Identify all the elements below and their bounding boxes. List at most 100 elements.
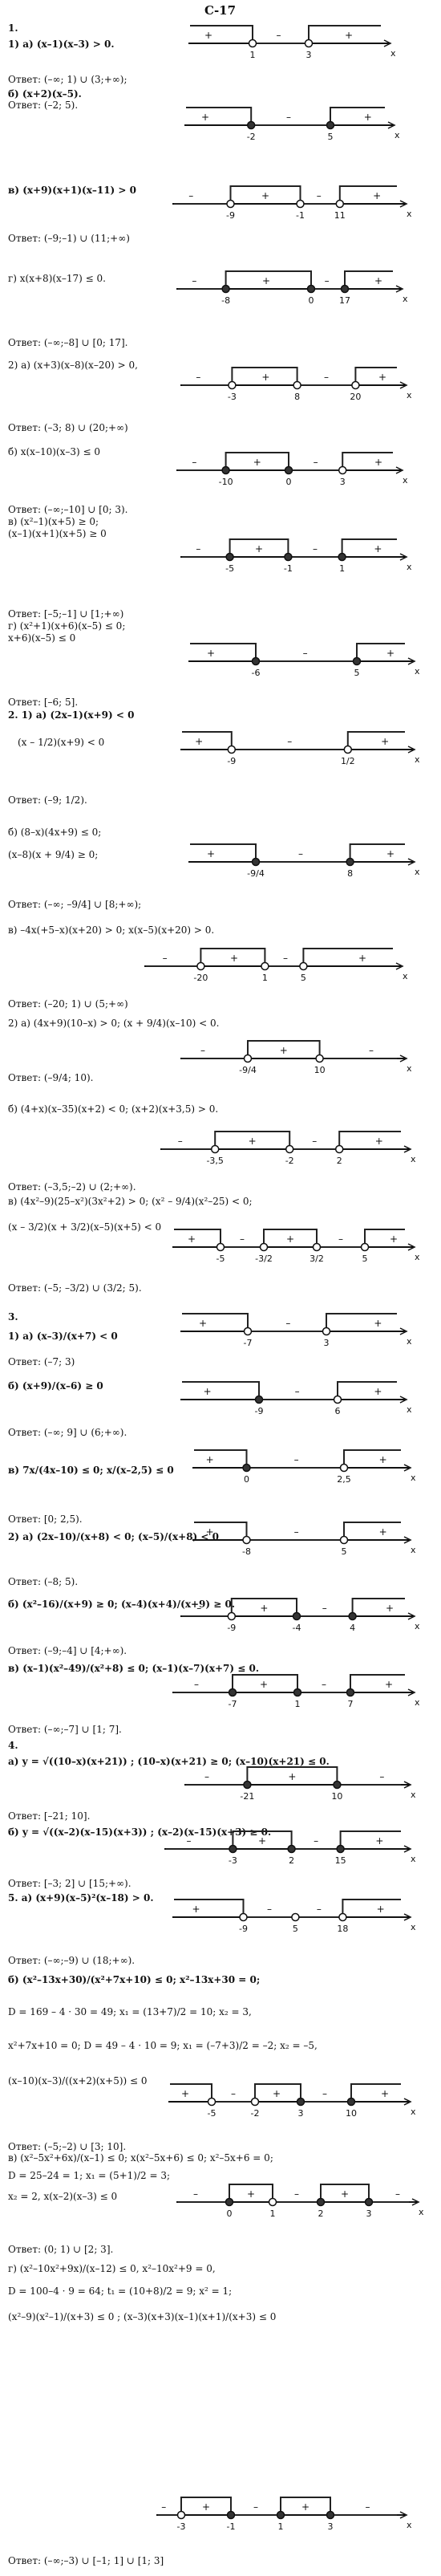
closed-point — [326, 2510, 335, 2520]
interval-sign: + — [192, 1904, 200, 1915]
interval-sign: – — [287, 736, 292, 747]
axis-variable-label: x — [419, 2207, 424, 2217]
interval-sign: + — [255, 543, 263, 555]
interval-sign: + — [341, 2188, 349, 2200]
axis-variable-label: x — [411, 1154, 416, 1164]
interval-sign: – — [192, 275, 196, 286]
interval-sign: + — [286, 1233, 294, 1245]
point-label: 17 — [339, 295, 350, 306]
solution-line: x₂ = 2, x(x–2)(x–3) ≤ 0 — [8, 2191, 118, 2202]
point-label: -7 — [229, 1699, 237, 1709]
interval-sign: – — [277, 30, 281, 41]
solution-line: x²+7x+10 = 0; D = 49 – 4 · 10 = 9; x₁ = … — [8, 2040, 318, 2051]
solution-line: 3. — [8, 1311, 18, 1323]
closed-point — [242, 1463, 251, 1473]
axis-arrow — [403, 1845, 412, 1853]
axis-arrow — [383, 39, 392, 47]
solution-line: в) –4x(+5–x)(x+20) > 0; x(x–5)(x+20) > 0… — [8, 924, 215, 936]
interval-sign: + — [288, 1771, 296, 1782]
solution-line: (x²–9)(x²–1)/(x+3) ≤ 0 ; (x–3)(x+3)(x–1)… — [8, 2311, 277, 2322]
axis-arrow — [387, 121, 396, 129]
solution-line: D = 25–24 = 1; x₁ = (5+1)/2 = 3; — [8, 2170, 171, 2181]
solution-line: 1) а) (x–1)(x–3) > 0. — [8, 39, 115, 50]
open-point — [299, 961, 308, 971]
interval-sign: + — [207, 848, 215, 859]
closed-point — [251, 857, 261, 867]
point-label: -3/2 — [255, 1253, 273, 1264]
point-label: 1 — [339, 563, 345, 574]
point-label: -5 — [208, 2108, 216, 2119]
point-label: 8 — [294, 392, 300, 402]
interval-sign: + — [377, 1904, 385, 1915]
solution-line: Ответ: (–∞;–10] ∪ [0; 3). — [8, 504, 128, 515]
interval-sign: + — [373, 190, 381, 201]
solution-line: б) (4+x)(x–35)(x+2) < 0; (x+2)(x+3,5) > … — [8, 1103, 219, 1115]
open-point — [243, 1054, 253, 1063]
interval-sign: – — [312, 1136, 317, 1147]
sign-curve — [162, 1131, 401, 1150]
point-label: 5 — [342, 1546, 347, 1557]
solution-line: в) (x²–5x²+6x)/(x–1) ≤ 0; x(x²–5x+6) ≤ 0… — [8, 2152, 273, 2164]
axis-arrow — [403, 1781, 412, 1789]
point-label: -8 — [242, 1546, 251, 1557]
solution-line: x+6)(x–5) ≤ 0 — [8, 632, 76, 644]
interval-sign: + — [201, 112, 209, 123]
interval-sign: + — [374, 1318, 382, 1329]
page-title: С-17 — [204, 3, 237, 18]
interval-sign: + — [261, 372, 269, 383]
sign-curve — [178, 2184, 409, 2203]
point-label: 3/2 — [310, 1253, 324, 1264]
point-label: 2 — [318, 2208, 324, 2219]
interval-sign: + — [280, 1045, 288, 1056]
point-label: 2 — [337, 1156, 342, 1166]
solution-line: г) (x²+1)(x+6)(x–5) ≤ 0; — [8, 620, 126, 632]
sign-curve — [166, 1830, 401, 1850]
open-point — [339, 1535, 349, 1545]
interval-sign: – — [161, 2501, 166, 2513]
point-label: -7 — [244, 1338, 253, 1348]
open-point — [261, 961, 269, 971]
point-label: 5 — [362, 1253, 368, 1264]
point-label: 1 — [295, 1699, 301, 1709]
solution-line: б) (x²–13x+30)/(x²+7x+10) ≤ 0; x²–13x+30… — [8, 1974, 261, 1985]
interval-sign: + — [374, 1386, 382, 1397]
solution-line: Ответ: [–3; 2] ∪ [15;+∞). — [8, 1878, 131, 1889]
solution-line: Ответ: [–6; 5]. — [8, 697, 79, 708]
solution-line: (x–1)(x+1)(x+5) ≥ 0 — [8, 528, 107, 539]
solution-line: Ответ: [–5;–1] ∪ [1;+∞) — [8, 608, 124, 620]
open-point — [228, 380, 237, 390]
interval-sign: – — [192, 457, 196, 468]
axis-arrow — [407, 1612, 416, 1620]
open-point — [322, 1327, 331, 1336]
point-label: 1 — [262, 973, 268, 983]
point-label: 15 — [335, 1855, 346, 1866]
point-label: 3 — [366, 2208, 372, 2219]
solution-line: 2) а) (2x–10)/(x+8) < 0; (x–5)/(x+8) < 0 — [8, 1531, 219, 1542]
axis-arrow — [403, 1536, 412, 1544]
open-point — [315, 1054, 324, 1063]
closed-point — [292, 1611, 301, 1621]
solution-line: г) (x²–10x²+9x)/(x–12) ≤ 0, x²–10x²+9 = … — [8, 2263, 216, 2274]
sign-curve — [186, 1766, 401, 1786]
point-label: 3 — [328, 2521, 334, 2532]
point-label: -21 — [240, 1791, 254, 1802]
point-label: -9 — [255, 1406, 264, 1416]
interval-sign: + — [374, 275, 382, 286]
sign-curve — [190, 25, 381, 44]
closed-point — [352, 656, 362, 666]
closed-point — [225, 2197, 234, 2207]
interval-sign: + — [386, 848, 394, 859]
closed-point — [316, 2197, 326, 2207]
point-label: 6 — [335, 1406, 341, 1416]
closed-point — [229, 1844, 237, 1854]
interval-sign: + — [206, 1526, 214, 1538]
point-label: 10 — [346, 2108, 357, 2119]
